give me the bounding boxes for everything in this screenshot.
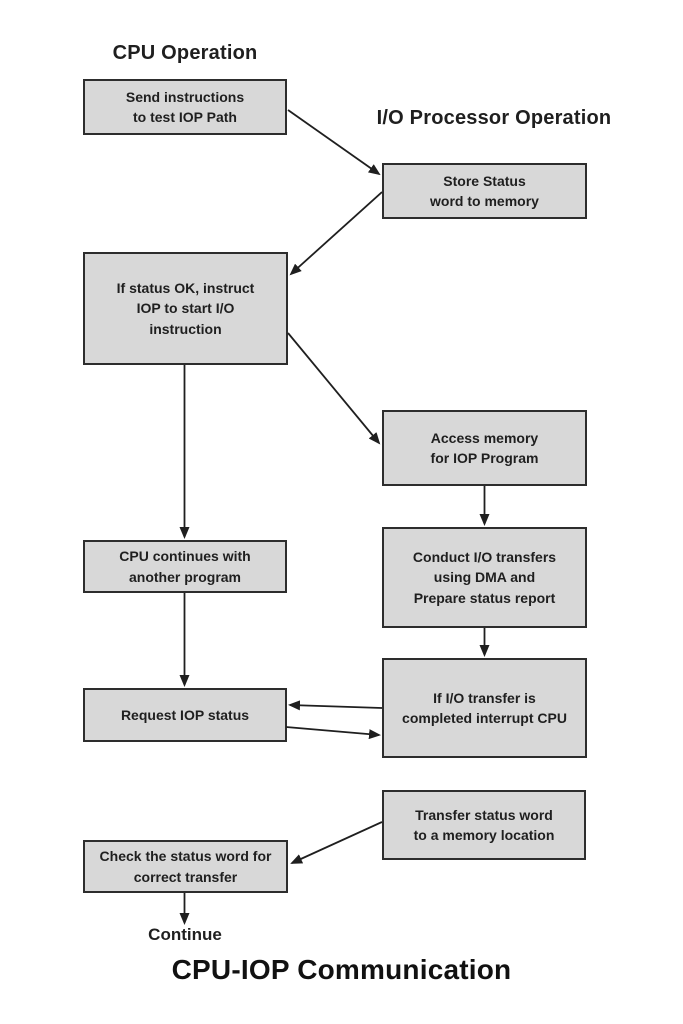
node-conduct-transfers: Conduct I/O transfers using DMA and Prep… bbox=[382, 527, 587, 628]
node-access-memory-label: Access memory for IOP Program bbox=[430, 429, 539, 466]
arrow-if-status-ok-to-access-memory bbox=[287, 332, 381, 445]
arrow-interrupt-cpu-to-request-status bbox=[288, 700, 383, 711]
node-conduct-transfers-label: Conduct I/O transfers using DMA and Prep… bbox=[412, 549, 557, 606]
arrow-store-status-to-if-status-ok bbox=[289, 191, 383, 276]
node-access-memory: Access memory for IOP Program bbox=[382, 410, 587, 486]
node-interrupt-cpu: If I/O transfer is completed interrupt C… bbox=[382, 658, 587, 758]
node-send-instructions: Send instructions to test IOP Path bbox=[83, 79, 287, 135]
node-cpu-continues-label: CPU continues with another program bbox=[119, 548, 251, 585]
node-if-status-ok: If status OK, instruct IOP to start I/O … bbox=[83, 252, 288, 365]
diagram-title: CPU-IOP Communication bbox=[171, 954, 512, 985]
iop-operation-column-title: I/O Processor Operation bbox=[376, 107, 612, 129]
node-store-status-label: Store Status word to memory bbox=[430, 172, 539, 209]
node-cpu-continues: CPU continues with another program bbox=[83, 540, 287, 593]
node-request-status-label: Request IOP status bbox=[120, 706, 250, 723]
arrow-transfer-status-word-to-check-status-word bbox=[290, 821, 383, 864]
node-store-status: Store Status word to memory bbox=[382, 163, 587, 219]
node-transfer-status-word: Transfer status word to a memory locatio… bbox=[382, 790, 586, 860]
node-check-status-word: Check the status word for correct transf… bbox=[83, 840, 288, 893]
cpu-operation-column-title: CPU Operation bbox=[112, 42, 258, 64]
arrow-request-status-to-interrupt-cpu bbox=[285, 726, 381, 740]
node-send-instructions-label: Send instructions to test IOP Path bbox=[125, 88, 245, 125]
node-transfer-status-word-label: Transfer status word to a memory locatio… bbox=[413, 806, 555, 843]
node-request-status: Request IOP status bbox=[83, 688, 287, 742]
node-check-status-word-label: Check the status word for correct transf… bbox=[99, 848, 272, 885]
node-if-status-ok-label: If status OK, instruct IOP to start I/O … bbox=[116, 280, 255, 337]
continue-label: Continue bbox=[148, 925, 222, 944]
node-interrupt-cpu-label: If I/O transfer is completed interrupt C… bbox=[402, 689, 567, 726]
